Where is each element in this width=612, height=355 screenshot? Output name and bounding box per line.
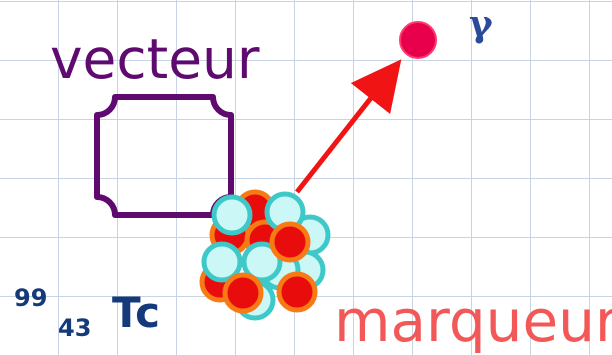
nucleus xyxy=(199,189,331,321)
vector-shape xyxy=(94,94,234,218)
neutron xyxy=(211,194,253,236)
mass-number: 99 xyxy=(14,284,48,312)
atomic-number: 43 xyxy=(58,314,92,342)
emission-arrow xyxy=(295,59,402,194)
gamma-label: γ xyxy=(469,3,493,45)
neutron xyxy=(201,241,243,283)
isotope-label: 99 43 Tc xyxy=(14,286,194,346)
element-symbol: Tc xyxy=(112,288,160,337)
gamma-particle xyxy=(399,21,437,59)
vector-label: vecteur xyxy=(50,27,260,91)
marker-label: marqueur xyxy=(334,287,612,355)
proton xyxy=(269,221,311,263)
neutron xyxy=(241,241,283,283)
proton xyxy=(222,272,264,314)
proton xyxy=(276,271,318,313)
